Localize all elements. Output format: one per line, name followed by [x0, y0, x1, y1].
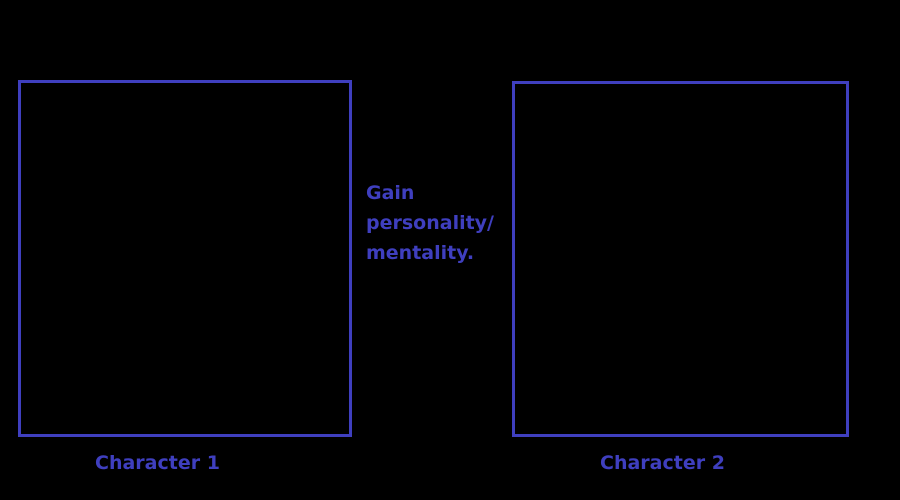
character-1-image-frame	[18, 80, 352, 437]
character-1-label: Character 1	[95, 452, 220, 474]
caption-line-2: personality/	[366, 212, 494, 234]
character-2-image-frame	[512, 81, 849, 437]
caption-line-3: mentality.	[366, 242, 475, 264]
transformation-caption: Gain personality/ mentality.	[366, 178, 494, 268]
character-2-label: Character 2	[600, 452, 725, 474]
caption-line-1: Gain	[366, 182, 415, 204]
